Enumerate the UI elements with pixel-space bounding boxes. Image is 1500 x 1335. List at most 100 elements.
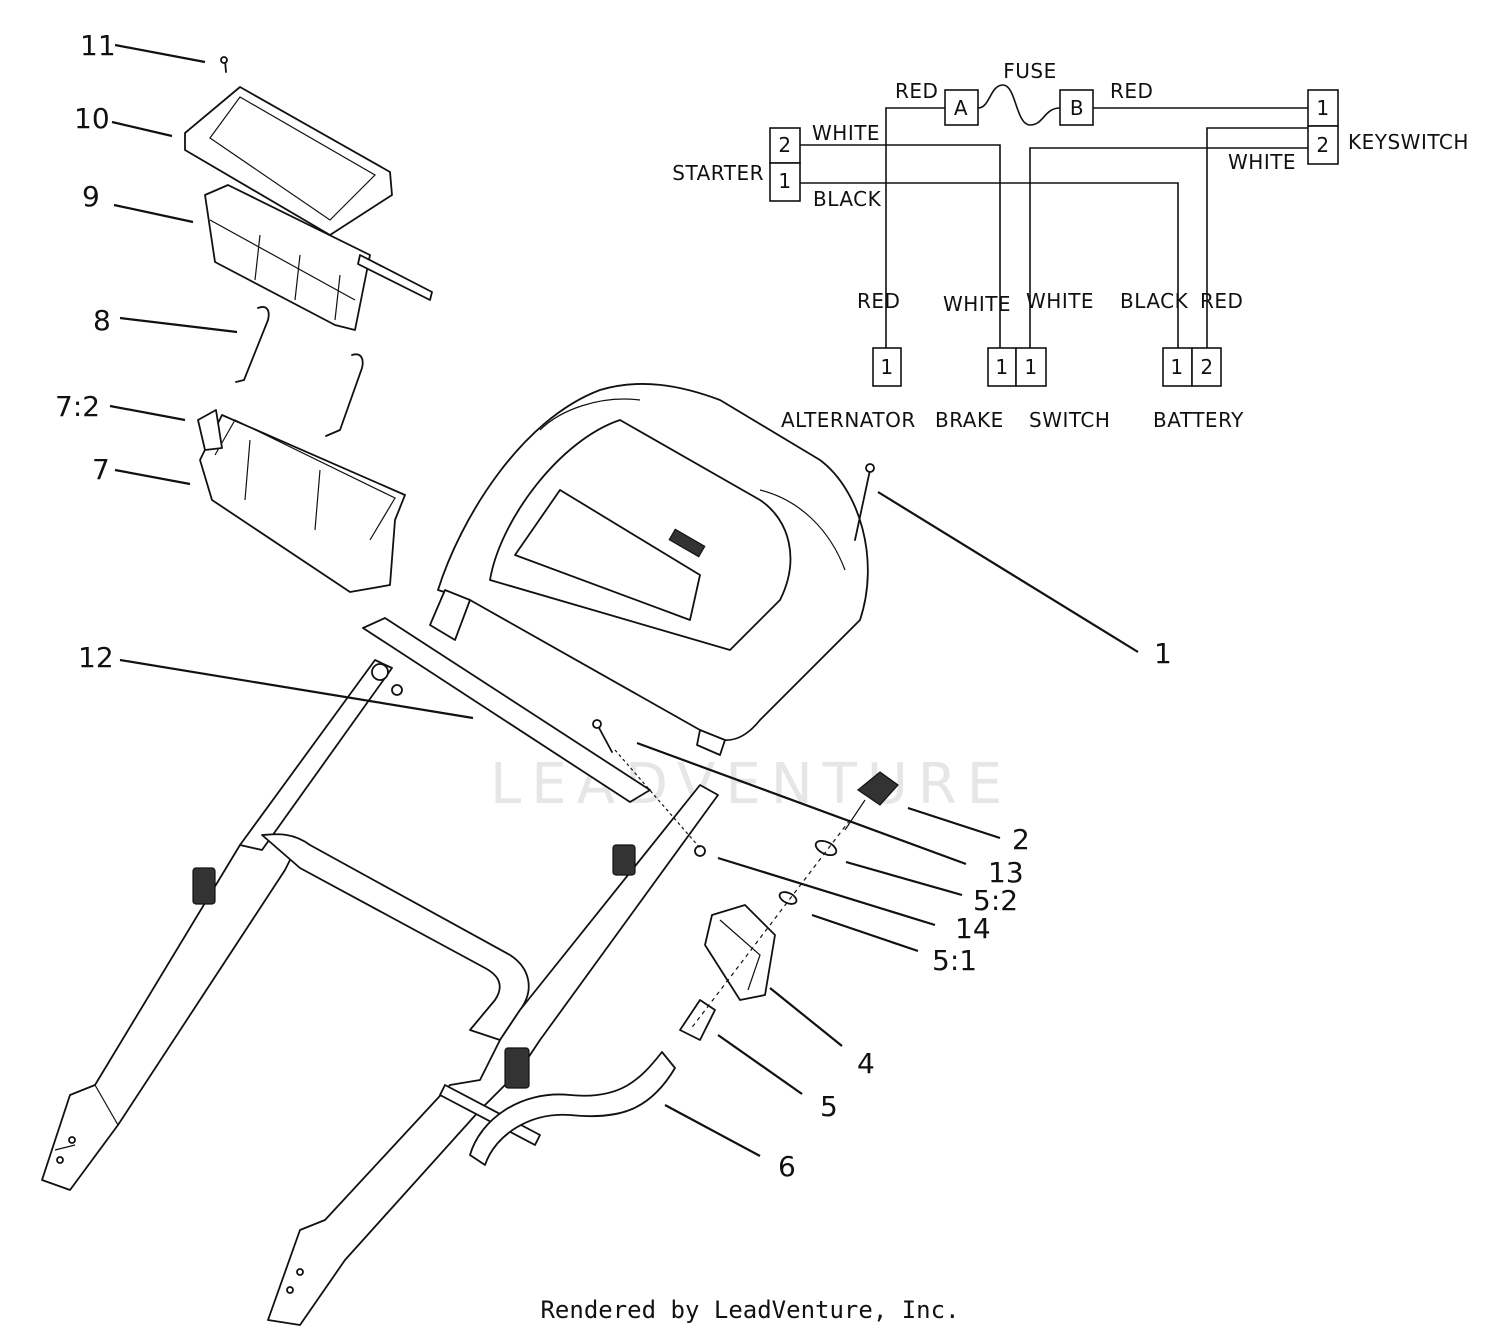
switch-pin-1 (1015, 347, 1047, 387)
wiring-diagram: A B FUSE 2 1 STARTER 1 2 KEYSWITCH RED R… (672, 59, 1469, 432)
callout-12: 12 (78, 641, 114, 674)
switch-label: SWITCH (1029, 408, 1110, 432)
handle-crossbar (261, 833, 530, 1041)
part-1-screw-head (865, 463, 875, 473)
keyswitch-stem (844, 799, 866, 831)
wire-white-brake (800, 144, 1001, 365)
part-12-fastener (371, 663, 389, 681)
part-9-battery-cells (209, 219, 356, 321)
callout-14: 14 (955, 912, 991, 945)
part-13-screw-head (592, 719, 602, 729)
leader-14 (717, 856, 936, 927)
part-9-battery (204, 184, 371, 331)
starter-label: STARTER (672, 161, 764, 185)
part-2-keyswitch (856, 771, 899, 806)
battery-pin-2-label: 2 (1200, 355, 1213, 379)
keyswitch-pin-1-label: 1 (1316, 96, 1329, 120)
handle-hole (296, 1268, 304, 1276)
brake-pin-1-label: 1 (995, 355, 1008, 379)
leader-7 (114, 468, 191, 486)
part-8-rod (325, 353, 364, 437)
leader-5-2 (845, 860, 963, 897)
callout-1: 1 (1154, 637, 1172, 670)
callout-4: 4 (857, 1047, 875, 1080)
wire-label-red-a: RED (895, 79, 938, 103)
fuse-terminal-b-label: B (1070, 96, 1084, 120)
callout-11: 11 (80, 29, 116, 62)
callout-7-2: 7:2 (55, 390, 100, 423)
callouts: 11 10 9 8 7:2 7 12 1 2 13 5:2 14 5:1 4 5… (55, 29, 1172, 1183)
wire-white-switch (1029, 147, 1308, 365)
wire-label-white-keyswitch: WHITE (1228, 150, 1296, 174)
fuse-label: FUSE (1003, 59, 1056, 83)
leader-9 (113, 203, 194, 224)
lower-handle-left (41, 834, 301, 1191)
console-inner-panel (489, 419, 792, 651)
callout-7: 7 (92, 453, 110, 486)
fuse-terminal-a (944, 89, 979, 126)
handle-hole (56, 1156, 64, 1164)
keyswitch-pin-2-label: 2 (1316, 133, 1329, 157)
brake-label: BRAKE (935, 408, 1004, 432)
part-7-tray-rim (214, 419, 396, 541)
starter-pin-1 (769, 162, 801, 202)
leader-5-1 (811, 913, 919, 953)
part-12-bracket (362, 617, 651, 803)
leader-7-2 (109, 404, 186, 422)
part-5-1-washer (778, 891, 798, 905)
handle-knob (504, 1047, 530, 1089)
wire-label-black-battery: BLACK (1120, 289, 1189, 313)
console-slot (668, 528, 706, 558)
upper-handle-left-tube (239, 659, 393, 851)
fuse-terminal-b (1059, 89, 1094, 126)
handle-hole (286, 1286, 294, 1294)
console-mount (429, 589, 471, 641)
handle-knob (192, 867, 216, 905)
part-9-battery-lead (357, 254, 433, 301)
part-10-lid (184, 86, 393, 236)
leader-1 (877, 491, 1139, 653)
wire-black-battery (800, 182, 1179, 348)
part-10-lid-top (209, 96, 376, 221)
part-4-cover (704, 904, 776, 1001)
part-1-screw (854, 469, 871, 541)
callout-5-1: 5:1 (932, 944, 977, 977)
handle-hole (68, 1136, 76, 1144)
leader-11 (114, 43, 206, 64)
lower-handle-right (267, 784, 719, 1326)
alternator-pin-1 (872, 347, 902, 387)
part-6-cable (469, 1051, 676, 1166)
part-13-screw (597, 725, 613, 753)
battery-pin-1-label: 1 (1170, 355, 1183, 379)
wire-label-red-b: RED (1110, 79, 1153, 103)
part-12-nut (391, 684, 403, 696)
part-4-cover-contour (719, 919, 761, 991)
callout-5: 5 (820, 1090, 838, 1123)
part-7-2-bracket (197, 409, 223, 451)
battery-pin-2 (1191, 347, 1222, 387)
part-7-tray (199, 414, 406, 593)
starter-pin-1-label: 1 (778, 169, 791, 193)
console-contour (539, 398, 846, 571)
wire-red-battery (1206, 127, 1308, 348)
callout-6: 6 (778, 1150, 796, 1183)
keyswitch-label: KEYSWITCH (1348, 130, 1469, 154)
part-5-2-washer (814, 839, 838, 857)
assembly-line (614, 749, 701, 849)
starter-pin-2 (769, 127, 801, 164)
wire-label-red-battery: RED (1200, 289, 1243, 313)
wire-red-alternator (885, 107, 945, 348)
part-14-nut (694, 845, 706, 857)
leader-4 (769, 987, 843, 1047)
leader-5 (717, 1034, 803, 1095)
handle-detail (54, 1084, 119, 1151)
alternator-label: ALTERNATOR (781, 408, 916, 432)
callout-10: 10 (74, 102, 110, 135)
part-7-tray-ribs (244, 439, 321, 531)
handle-knob (612, 844, 636, 876)
wire-label-black-starter: BLACK (813, 187, 882, 211)
part-11-screw-head (220, 56, 228, 64)
part-8-rod (235, 306, 270, 383)
brake-pin-1 (987, 347, 1017, 387)
